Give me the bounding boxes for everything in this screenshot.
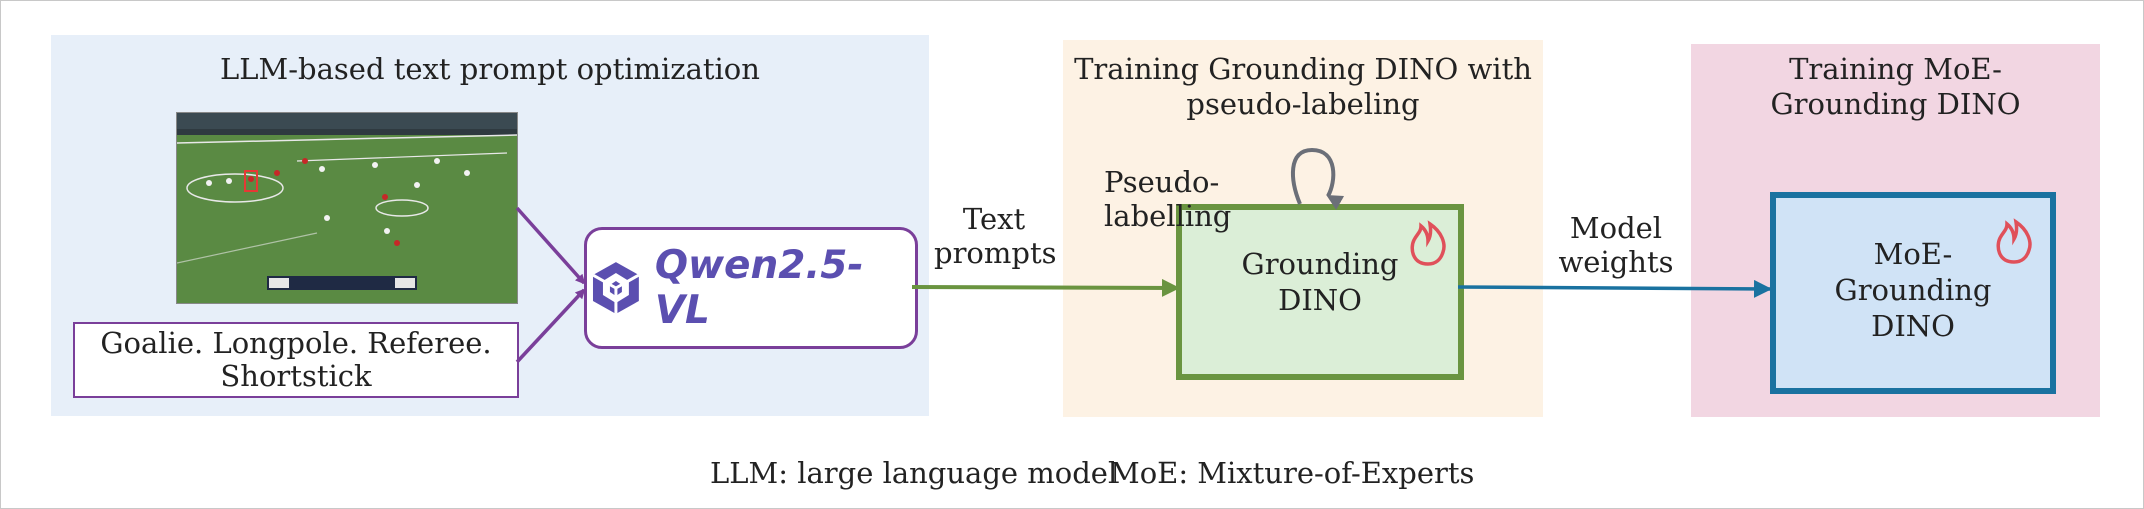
image-to-qwen-arrow [515,206,586,285]
moe-grounding-dino-label: MoE- Grounding DINO [1834,237,1992,343]
classes-to-qwen-arrow [515,288,586,364]
qwen-model-box: Qwen2.5-VL [584,227,918,349]
moe-training-title: Training MoE- Grounding DINO [1770,52,2021,121]
footer-moe-definition: MoE: Mixture-of-Experts [1110,456,1475,490]
pseudo-labelling-loop-arrow [1290,147,1345,210]
class-names-text: Goalie. Longpole. Referee. Shortstick [100,326,492,393]
footer-llm-definition: LLM: large language model [710,456,1118,490]
grounding-dino-box [1176,204,1464,380]
qwen-logo-icon [592,262,640,314]
qwen-logo-text: Qwen2.5-VL [654,243,864,333]
qwen-to-grounding-arrow [911,278,1180,297]
moe-fire-icon [1996,218,2032,264]
pseudo-labelling-label: Pseudo-labelling [1104,165,1232,233]
grounding-to-moe-arrow [1457,279,1772,298]
model-weights-label: Model weights [1558,211,1674,279]
grounding-dino-label: Grounding DINO [1241,247,1399,317]
lacrosse-field-image [176,112,518,304]
pseudo-labeling-title: Training Grounding DINO with pseudo-labe… [1074,52,1532,121]
grounding-fire-icon [1410,220,1446,266]
prompt-optimization-title: LLM-based text prompt optimization [220,52,760,86]
text-prompts-label: Text prompts [934,202,1057,270]
